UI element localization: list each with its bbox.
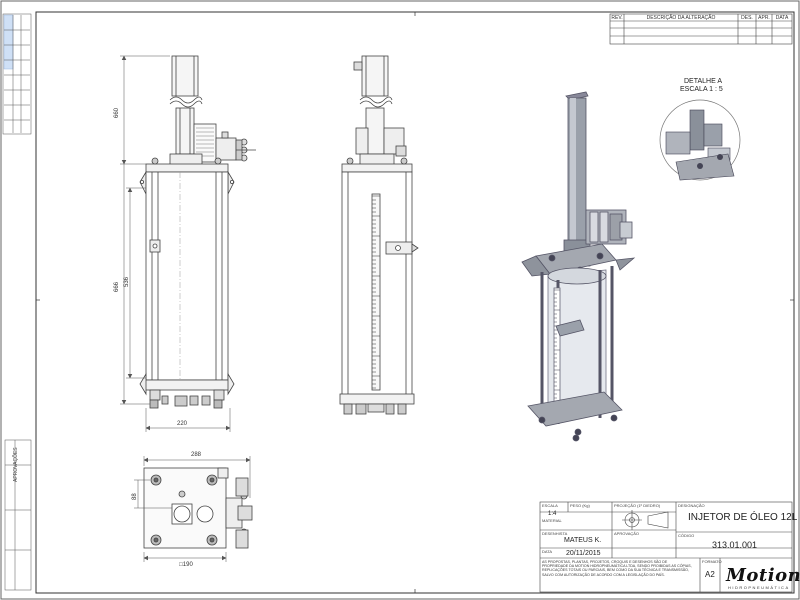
date-value: 20/11/2015 (566, 550, 601, 557)
designation-value: INJETOR DE ÓLEO 12L (688, 512, 798, 523)
company-subtitle: HIDROPNEUMÁTICA (728, 585, 790, 590)
label-designer: DESENHISTA (542, 531, 568, 536)
dimension-front-width: 220 (177, 421, 188, 427)
detail-title: DETALHE A (684, 78, 722, 85)
label-approval: APROVAÇÃO (614, 531, 640, 536)
label-code: CÓDIGO (678, 533, 695, 538)
company-logo: Motion (726, 565, 800, 586)
isometric-view (521, 91, 636, 442)
revision-col-des: DES. (741, 15, 753, 21)
revision-col-apr: APR. (758, 15, 770, 21)
label-date: DATA (542, 549, 553, 554)
detail-a-view (659, 99, 741, 181)
front-view-dimensions (120, 55, 231, 432)
label-designation: DESIGNAÇÃO (678, 503, 705, 508)
label-projection: PROJEÇÃO (1º DIEDRO) (614, 503, 661, 508)
dimension-plan-square: □190 (179, 562, 193, 568)
scale-value: 1:4 (548, 511, 557, 517)
plan-view (143, 467, 253, 549)
projection-symbol (622, 510, 669, 530)
dimension-plan-side: 88 (132, 493, 138, 500)
format-value: A2 (705, 570, 715, 579)
label-format: FORMATO (702, 559, 722, 564)
side-label: APROVAÇÕES (13, 447, 19, 482)
plan-view-dimensions (134, 456, 251, 562)
dimension-plan-width: 288 (191, 452, 202, 458)
legal-note: AS PROPOSTAS, PLANTAS, PROJETOS, CROQUIS… (542, 560, 692, 577)
revision-table (609, 13, 793, 45)
revision-col-date: DATA (775, 15, 789, 21)
revision-col-rev: REV. (611, 15, 623, 21)
title-block (539, 501, 793, 593)
left-margin-block (2, 13, 32, 591)
label-weight: PESO (Kg) (570, 503, 590, 508)
dimension-inner-height: 536 (124, 276, 130, 287)
dimension-overall-height: 666 (114, 281, 120, 292)
revision-col-description: DESCRIÇÃO DA ALTERAÇÃO (646, 15, 716, 21)
designer-value: MATEUS K. (564, 537, 602, 544)
label-material: MATERIAL (542, 518, 562, 523)
label-scale: ESCALA (542, 503, 558, 508)
code-value: 313.01.001 (712, 540, 758, 550)
detail-scale: ESCALA 1 : 5 (680, 86, 723, 93)
side-view (339, 55, 419, 415)
front-view (139, 55, 256, 409)
dimension-top-height: 660 (114, 107, 120, 118)
